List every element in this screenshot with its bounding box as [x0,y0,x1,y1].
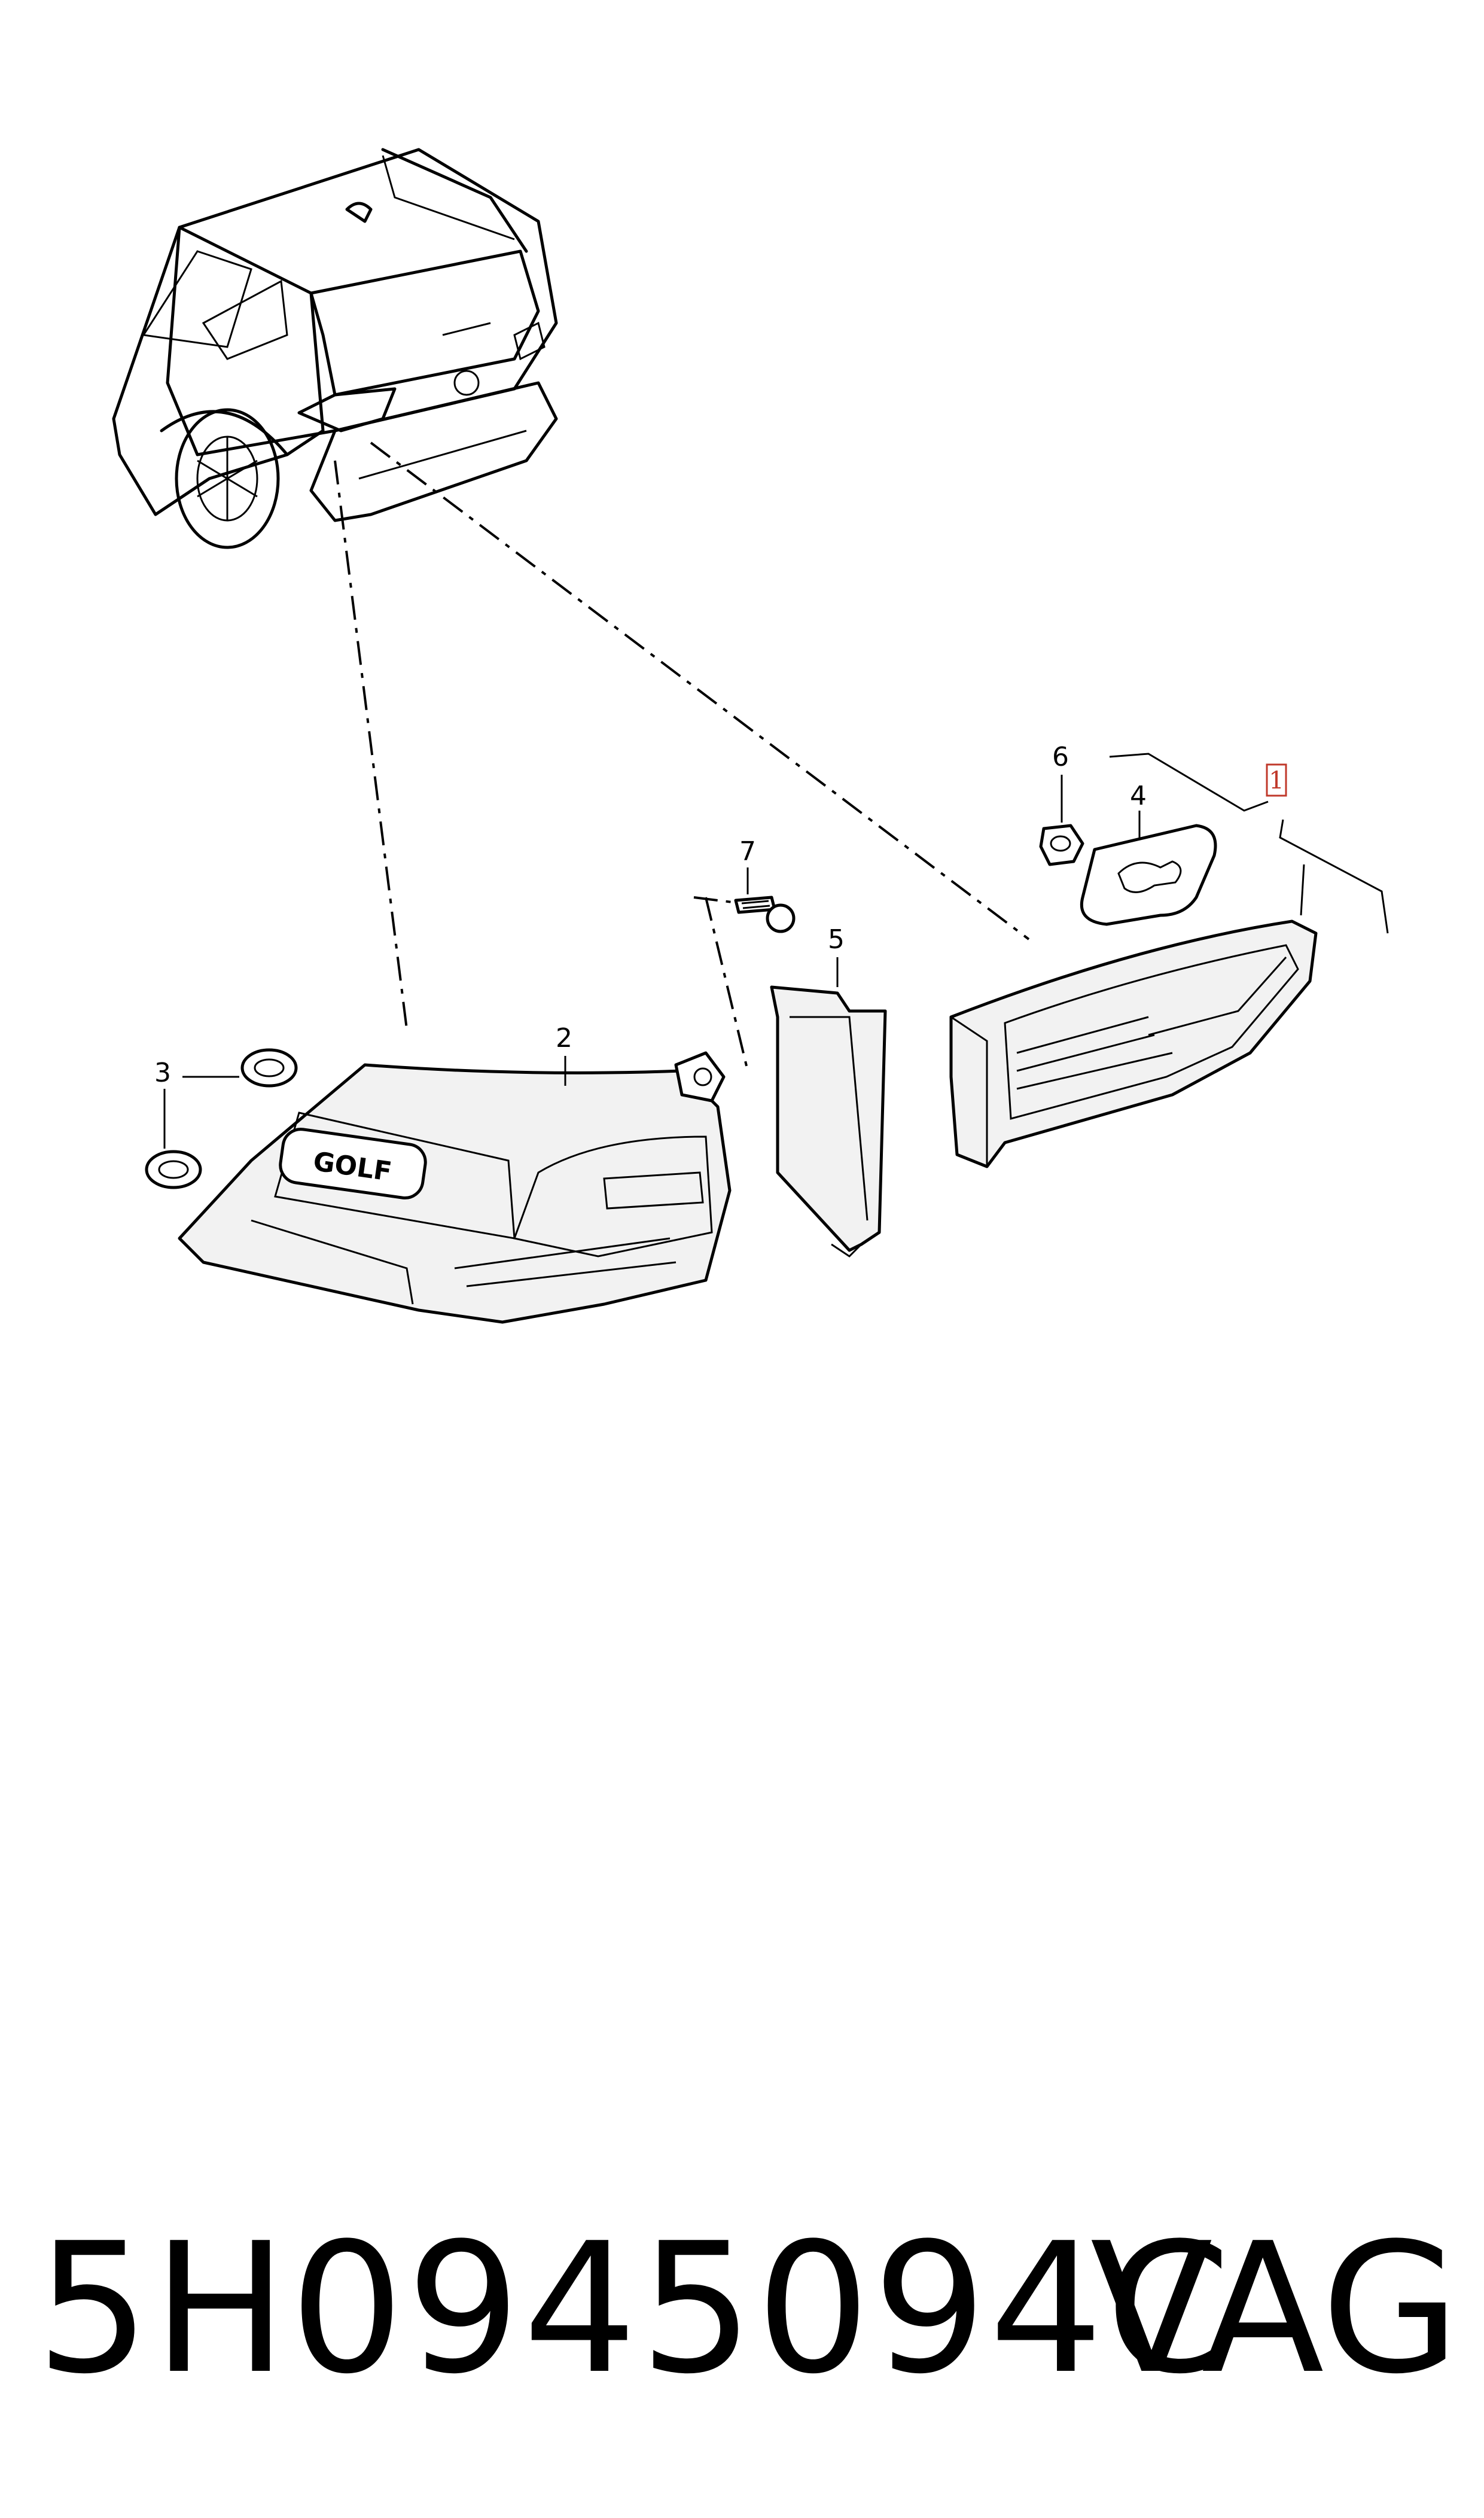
cover-cap [1080,824,1217,926]
callout-2-label[interactable]: 2 [556,1023,572,1054]
inner-tail-light [949,919,1318,1168]
car-rear-illustration [112,148,558,549]
screw [734,896,796,933]
golf-badge: GOLF [279,1128,427,1199]
grommets [145,1048,298,1189]
callout-numbers: 1 2 3 4 5 6 7 [154,742,1287,1088]
callout-4-label[interactable]: 4 [1130,781,1147,811]
callout-leaders [163,753,1389,1149]
nut [1039,824,1084,866]
parts-diagram: GOLF [112,148,1389,1324]
cover-bracket [770,985,887,1258]
part-number: 5H0945094C [36,2205,1234,2413]
outer-tail-light: GOLF [178,1051,732,1324]
callout-1[interactable]: 1 [1266,763,1287,797]
callout-3-label[interactable]: 3 [154,1058,171,1088]
callout-6-label[interactable]: 6 [1052,742,1069,772]
callout-7-label[interactable]: 7 [739,836,756,867]
brand-label: VAG [1090,2205,1460,2413]
assembly-leader-lines [334,442,1030,1071]
callout-5-label[interactable]: 5 [828,924,845,955]
callout-1-highlight-box [1266,763,1287,797]
callout-1-label: 1 [1269,767,1284,794]
